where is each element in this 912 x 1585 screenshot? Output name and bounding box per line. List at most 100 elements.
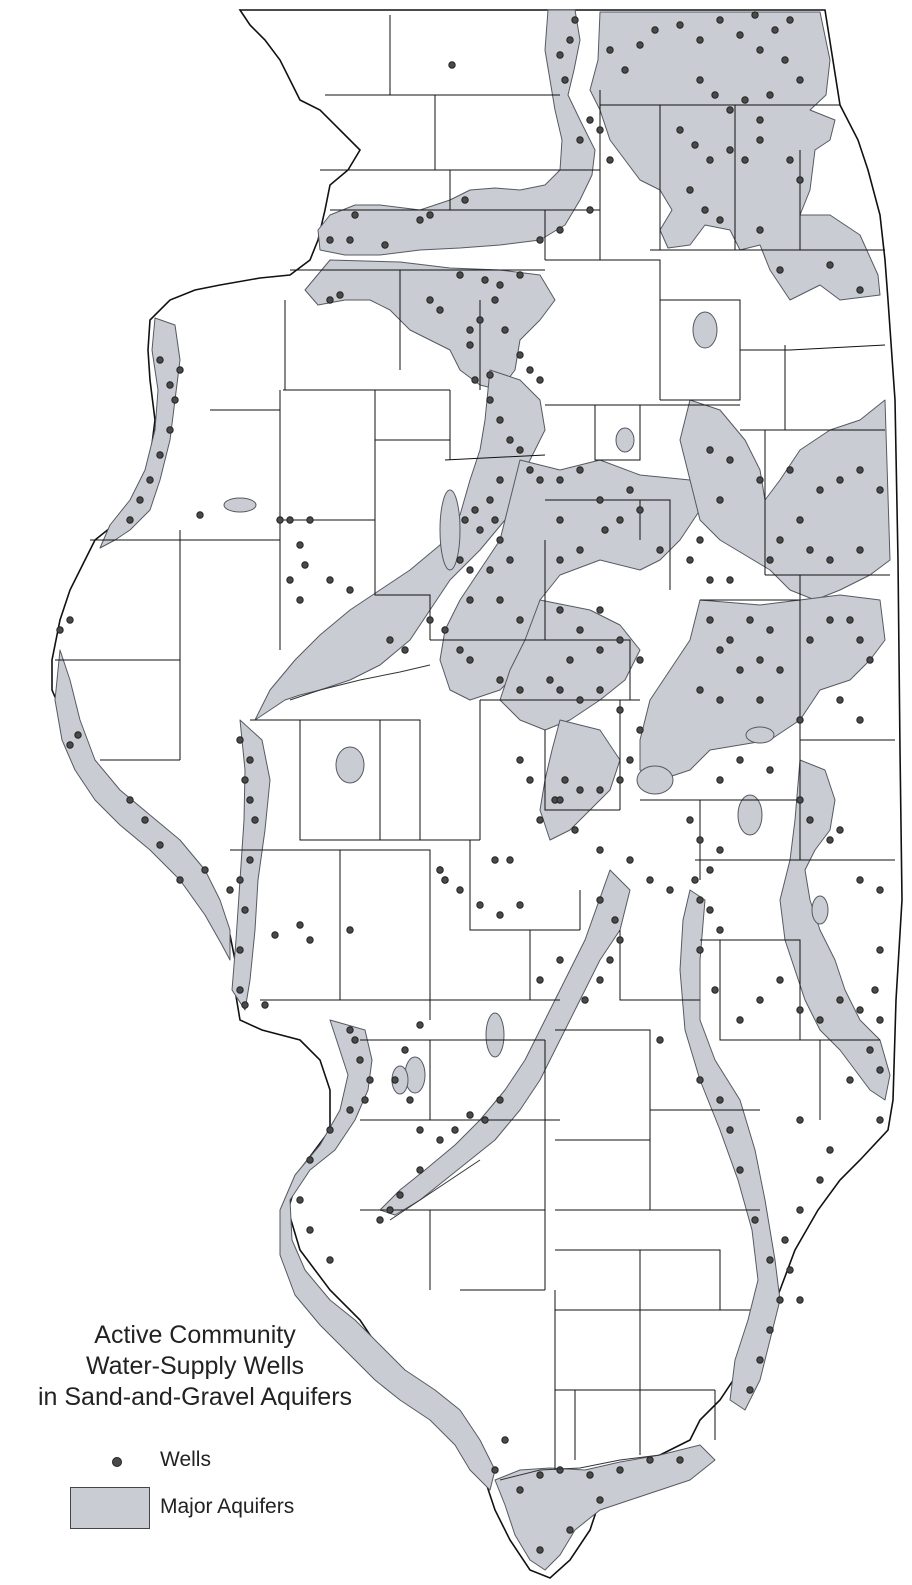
well-marker — [556, 226, 564, 234]
well-marker — [326, 576, 334, 584]
well-marker — [496, 596, 504, 604]
well-marker — [56, 626, 64, 634]
well-marker — [716, 646, 724, 654]
well-marker — [756, 656, 764, 664]
well-marker — [756, 1356, 764, 1364]
well-marker — [561, 776, 569, 784]
well-marker — [866, 1046, 874, 1054]
well-marker — [656, 546, 664, 554]
well-marker — [126, 516, 134, 524]
well-marker — [856, 636, 864, 644]
well-marker — [706, 866, 714, 874]
well-marker — [501, 326, 509, 334]
well-marker — [166, 426, 174, 434]
well-marker — [836, 476, 844, 484]
well-marker — [506, 856, 514, 864]
well-marker — [816, 486, 824, 494]
well-marker — [556, 686, 564, 694]
well-marker — [516, 271, 524, 279]
well-marker — [711, 986, 719, 994]
well-marker — [481, 1116, 489, 1124]
well-marker — [816, 1176, 824, 1184]
well-marker — [566, 1526, 574, 1534]
well-marker — [351, 1036, 359, 1044]
well-marker — [466, 326, 474, 334]
well-marker — [586, 1471, 594, 1479]
well-marker — [816, 1016, 824, 1024]
legend-wells-label: Wells — [160, 1448, 211, 1471]
well-marker — [141, 816, 149, 824]
well-marker — [596, 786, 604, 794]
well-marker — [466, 341, 474, 349]
well-marker — [691, 141, 699, 149]
well-marker — [536, 976, 544, 984]
well-marker — [496, 476, 504, 484]
well-marker — [326, 1126, 334, 1134]
well-marker — [766, 91, 774, 99]
well-marker — [711, 91, 719, 99]
well-marker — [756, 696, 764, 704]
well-marker — [696, 836, 704, 844]
well-marker — [666, 886, 674, 894]
well-marker — [556, 476, 564, 484]
well-marker — [481, 276, 489, 284]
well-marker — [536, 376, 544, 384]
well-marker — [616, 1466, 624, 1474]
well-marker — [686, 556, 694, 564]
rivers — [289, 664, 661, 1481]
well-marker — [386, 636, 394, 644]
well-marker — [756, 46, 764, 54]
well-marker — [526, 366, 534, 374]
well-marker — [496, 281, 504, 289]
well-marker — [796, 76, 804, 84]
well-marker — [781, 56, 789, 64]
well-marker — [246, 796, 254, 804]
well-marker — [376, 1216, 384, 1224]
well-marker — [726, 636, 734, 644]
well-marker — [751, 11, 759, 19]
well-marker — [626, 756, 634, 764]
well-marker — [526, 776, 534, 784]
well-marker — [656, 1036, 664, 1044]
well-marker — [466, 1111, 474, 1119]
well-marker — [856, 716, 864, 724]
well-marker — [516, 446, 524, 454]
well-marker — [536, 1546, 544, 1554]
well-marker — [856, 546, 864, 554]
well-marker — [556, 606, 564, 614]
well-marker — [601, 526, 609, 534]
title-line-2: Water-Supply Wells — [85, 1352, 305, 1380]
well-marker — [736, 756, 744, 764]
well-marker — [826, 261, 834, 269]
well-marker — [616, 516, 624, 524]
well-marker — [536, 236, 544, 244]
well-marker — [536, 476, 544, 484]
well-marker — [286, 576, 294, 584]
well-marker — [456, 646, 464, 654]
well-marker — [196, 511, 204, 519]
legend-well-symbol — [112, 1457, 122, 1467]
well-marker — [496, 676, 504, 684]
well-marker — [606, 956, 614, 964]
well-marker — [581, 996, 589, 1004]
well-marker — [786, 156, 794, 164]
well-marker — [766, 766, 774, 774]
well-marker — [741, 156, 749, 164]
well-marker — [296, 1196, 304, 1204]
well-marker — [716, 16, 724, 24]
well-marker — [296, 541, 304, 549]
well-marker — [361, 1096, 369, 1104]
well-marker — [646, 876, 654, 884]
well-marker — [476, 526, 484, 534]
well-marker — [746, 616, 754, 624]
well-marker — [426, 211, 434, 219]
well-marker — [806, 636, 814, 644]
well-marker — [736, 1016, 744, 1024]
legend-aquifer-swatch — [70, 1487, 150, 1529]
well-marker — [796, 1116, 804, 1124]
well-marker — [461, 196, 469, 204]
well-marker — [696, 686, 704, 694]
well-marker — [241, 1001, 249, 1009]
well-marker — [466, 596, 474, 604]
well-marker — [596, 846, 604, 854]
